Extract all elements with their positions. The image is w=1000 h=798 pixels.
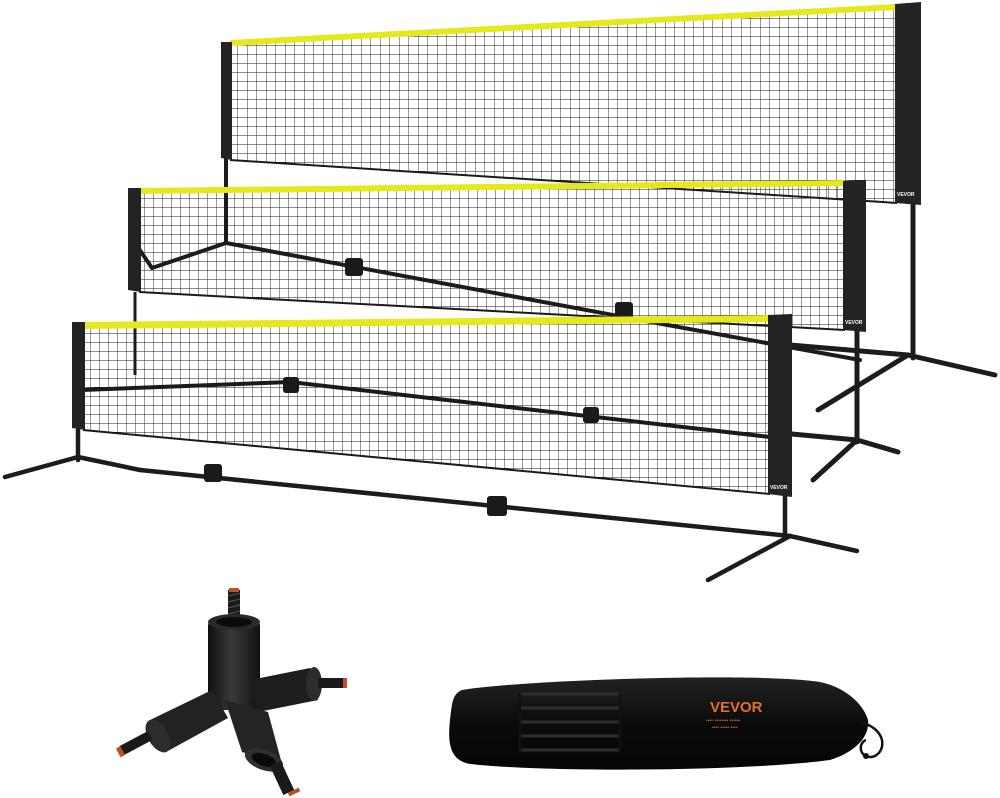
short-net-left-sleeve xyxy=(72,322,85,430)
carry-bag-drawstring xyxy=(857,720,884,759)
connector-left-arm xyxy=(115,690,228,758)
medium-net: VEVOR xyxy=(128,180,901,483)
connector-vertical-tube xyxy=(208,620,260,710)
carry-bag-illustration: VEVOR •••• •••••••• •••••• •••• ••••• ••… xyxy=(449,677,884,770)
connector-bottom-arm xyxy=(225,700,301,797)
tall-net-top-band xyxy=(230,4,897,46)
short-net-left-foot xyxy=(2,454,81,480)
short-net-mesh xyxy=(83,318,770,494)
short-net-top-band xyxy=(83,315,770,329)
short-net-tag: VEVOR xyxy=(770,485,788,491)
carry-bag-body xyxy=(449,677,869,770)
short-net-frontbar-clamp xyxy=(204,464,222,482)
tall-net-right-base xyxy=(787,197,998,413)
tall-net-left-sleeve xyxy=(221,42,232,160)
tall-net-tag: VEVOR xyxy=(897,192,915,198)
tall-net-mesh xyxy=(230,6,897,203)
medium-net-left-sleeve xyxy=(128,188,141,292)
carry-bag-logo: VEVOR xyxy=(710,699,763,716)
medium-net-tag: VEVOR xyxy=(845,320,863,326)
short-net-front-bar xyxy=(137,467,793,539)
carry-bag-fine-print: •••• ••••• •••• xyxy=(712,725,738,731)
medium-net-right-base xyxy=(767,322,901,483)
tall-net: VEVOR xyxy=(221,2,998,413)
short-net: VEVOR xyxy=(2,314,860,583)
short-net-frontbar-clamp xyxy=(487,496,507,516)
carry-bag-fine-print: •••• •••••••• •••••• xyxy=(706,718,741,724)
medium-net-top-band xyxy=(139,180,845,194)
tall-net-right-sleeve xyxy=(895,2,921,205)
short-net-right-foot-back xyxy=(787,533,860,554)
medium-net-right-sleeve xyxy=(843,180,866,332)
short-net-right-foot-front xyxy=(705,533,793,583)
short-net-right-sleeve xyxy=(768,314,792,497)
medium-net-mesh xyxy=(139,182,845,330)
carry-bag-mesh-panel xyxy=(518,692,622,752)
connector-illustration xyxy=(115,588,347,797)
connector-right-arm xyxy=(250,667,347,712)
